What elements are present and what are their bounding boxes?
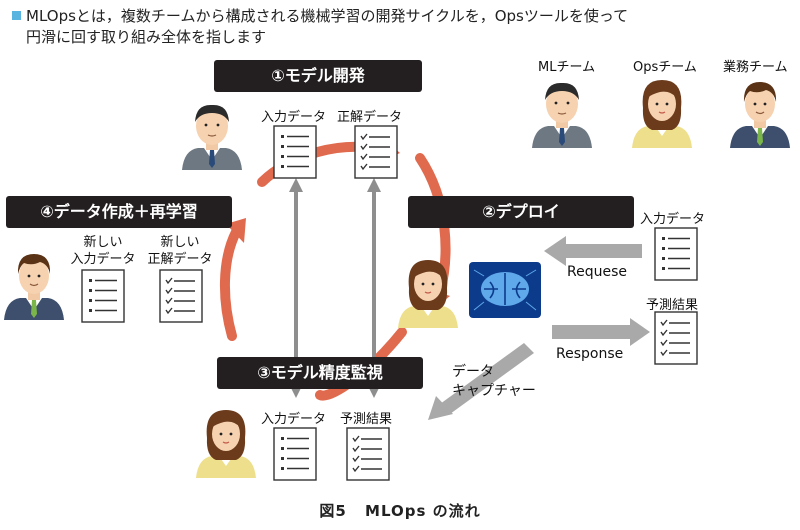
doc-dev-input-icon — [273, 125, 317, 179]
intro-line-1: MLOpsとは，複数チームから構成される機械学習の開発サイクルを，Opsツールを… — [26, 7, 629, 25]
label-data-capture-line1: データ — [452, 364, 494, 380]
label-new-label: 新しい 正解データ — [142, 234, 218, 268]
data-capture-arrow — [428, 343, 534, 420]
label-dev-label: 正解データ — [337, 110, 403, 125]
label-req-input: 入力データ — [640, 212, 706, 227]
request-arrow — [544, 236, 642, 266]
figure-number: 図5 — [319, 502, 347, 520]
bullet-square-icon — [12, 11, 21, 20]
label-data-capture: データ キャプチャー — [452, 363, 536, 401]
doc-dev-label-icon — [354, 125, 398, 179]
ops-monitor-icon — [195, 409, 257, 479]
label-resp-pred: 予測結果 — [646, 298, 699, 313]
stage-data-retrain: ④データ作成＋再学習 — [6, 196, 232, 228]
ml-engineer-icon — [181, 104, 243, 171]
doc-new-label-icon — [159, 269, 203, 323]
intro-text: MLOpsとは，複数チームから構成される機械学習の開発サイクルを，Opsツールを… — [12, 6, 772, 48]
figure-caption: 図5 MLOps の流れ — [0, 500, 800, 521]
doc-req-input-icon — [654, 227, 698, 281]
team-label-biz: 業務チーム — [723, 60, 788, 75]
intro-line-2: 円滑に回す取り組み全体を指します — [26, 28, 267, 46]
ml-team-icon — [531, 82, 593, 149]
ops-team-icon — [631, 79, 693, 149]
doc-resp-pred-icon — [654, 311, 698, 365]
stage-deploy: ②デプロイ — [408, 196, 634, 228]
stage-model-development: ①モデル開発 — [214, 60, 422, 92]
label-new-label-line2: 正解データ — [147, 252, 213, 267]
response-arrow — [552, 318, 650, 346]
brain-model-icon — [469, 262, 541, 318]
doc-mon-input-icon — [273, 427, 317, 481]
stage-accuracy-monitoring: ③モデル精度監視 — [217, 357, 423, 389]
team-label-ops: Opsチーム — [633, 60, 697, 75]
label-new-input-line1: 新しい — [83, 235, 123, 250]
label-new-input-line2: 入力データ — [70, 252, 136, 267]
doc-new-input-icon — [81, 269, 125, 323]
business-person-icon — [3, 253, 65, 321]
label-mon-pred: 予測結果 — [340, 412, 393, 427]
label-new-label-line1: 新しい — [160, 235, 200, 250]
team-label-ml: MLチーム — [538, 60, 596, 75]
label-new-input: 新しい 入力データ — [68, 234, 138, 268]
label-request: Requese — [567, 264, 627, 280]
label-data-capture-line2: キャプチャー — [452, 383, 536, 399]
label-dev-input: 入力データ — [261, 110, 327, 125]
label-mon-input: 入力データ — [261, 412, 327, 427]
figure-title: MLOps の流れ — [365, 502, 481, 520]
label-response: Response — [556, 346, 624, 362]
doc-mon-pred-icon — [346, 427, 390, 481]
business-team-icon — [729, 81, 791, 149]
